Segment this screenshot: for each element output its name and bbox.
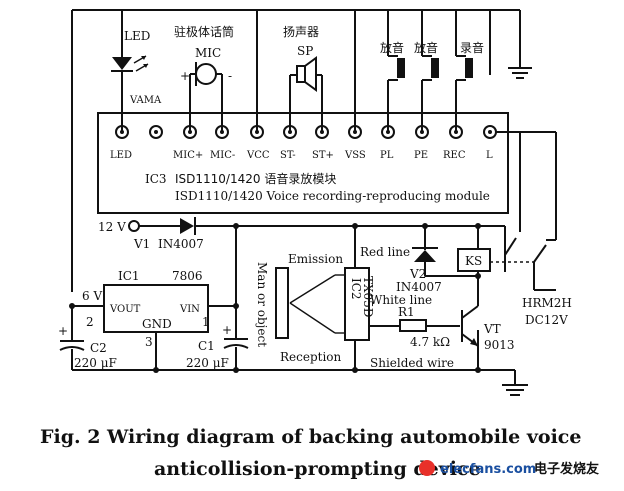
caption-line-2: anticollision-prompting device — [154, 458, 481, 480]
ic2-sensor-box — [344, 267, 370, 341]
play1-label: 放音 — [380, 40, 404, 55]
v2-label: V2 — [409, 267, 426, 281]
pin-pe: PE — [414, 150, 428, 161]
red-line-label: Red line — [360, 245, 410, 259]
reception-label: Reception — [280, 350, 342, 364]
v6-label: 6 V — [82, 289, 102, 303]
module-name-en: ISD1110/1420 Voice recording-reproducing… — [175, 189, 490, 203]
capacitor-c2 — [59, 340, 85, 370]
mic-label: MIC — [195, 46, 221, 60]
play2-label: 放音 — [414, 40, 438, 55]
pin1-label: 1 — [202, 315, 210, 329]
c2-plus: + — [58, 324, 68, 338]
gnd-label: GND — [142, 317, 172, 331]
top-frame-wires — [71, 9, 491, 292]
button-record — [455, 10, 473, 132]
ic2-label: IC2 — [349, 278, 363, 300]
vout-label: VOUT — [109, 304, 141, 315]
d2-label: IN4007 — [396, 280, 442, 294]
c1-value: 220 μF — [186, 356, 229, 370]
rec-label: 录音 — [460, 40, 484, 55]
pin-mic-plus: MIC+ — [173, 150, 203, 161]
pin-st-minus: ST- — [280, 150, 296, 161]
module-name-cn: ISD1110/1420 语音录放模块 — [175, 171, 336, 186]
pin-vcc: VCC — [246, 150, 270, 161]
mic-plus-sign: + — [180, 69, 190, 83]
object-block — [275, 267, 289, 339]
vt-label: VT — [483, 322, 501, 336]
c1-plus: + — [222, 323, 232, 337]
pin-st-plus: ST+ — [312, 150, 334, 161]
white-line-label: White line — [370, 293, 432, 307]
button-play-2 — [421, 10, 439, 132]
pin-vss: VSS — [344, 150, 366, 161]
r1-label: R1 — [398, 305, 415, 319]
ground-symbol-top — [490, 9, 532, 79]
c2-value: 220 μF — [74, 356, 117, 370]
pin-rec: REC — [443, 150, 466, 161]
caption-line-1: Fig. 2 Wiring diagram of backing automob… — [40, 426, 581, 448]
ic2-part-label: TX05D — [361, 276, 375, 317]
isd-module-box — [97, 112, 509, 214]
pin-led: LED — [110, 150, 132, 161]
led-label: LED — [124, 29, 150, 43]
l-pin-wire — [496, 131, 557, 240]
capacitor-c1 — [223, 338, 249, 370]
resistor-r1 — [399, 319, 427, 332]
watermark: elecfans.com 电子发烧友 — [419, 460, 599, 477]
pin2-label: 2 — [86, 315, 94, 329]
module-ref: IC3 — [145, 172, 167, 186]
vama-label: VAMA — [129, 95, 162, 106]
relay-voltage-label: DC12V — [525, 313, 568, 327]
v1-label: V1 — [133, 237, 150, 251]
led-component — [111, 10, 149, 132]
relay-label: HRM2H — [522, 296, 572, 310]
relay-coil-ks — [457, 248, 491, 272]
junction-dots — [69, 223, 481, 373]
power-12v-wire — [128, 217, 506, 268]
emission-label: Emission — [288, 252, 343, 266]
button-play-1 — [387, 10, 405, 132]
sensor-wires — [354, 325, 400, 370]
watermark-cn: 电子发烧友 — [534, 461, 599, 477]
sp-label: SP — [297, 44, 313, 58]
pin-mic-minus: MIC- — [210, 150, 235, 161]
sensor-beams — [289, 274, 345, 334]
regulator-wires — [71, 226, 237, 370]
ic1-label: IC1 — [118, 269, 140, 283]
microphone-component — [189, 62, 223, 132]
relay-contacts — [490, 215, 556, 291]
module-pins — [115, 125, 497, 139]
watermark-site: elecfans.com — [440, 462, 536, 477]
v12-label: 12 V — [98, 220, 126, 234]
speaker-component — [289, 56, 323, 132]
pin3-label: 3 — [145, 335, 153, 349]
mic-minus-sign: - — [228, 69, 232, 83]
ground-rail — [72, 330, 528, 396]
sp-cn-label: 扬声器 — [283, 24, 319, 39]
pin-pl: PL — [380, 150, 394, 161]
c1-label: C1 — [198, 339, 215, 353]
shielded-wire-label: Shielded wire — [370, 356, 454, 370]
object-label: Man or object — [255, 262, 269, 347]
pin-l: L — [486, 150, 493, 161]
transistor-vt — [461, 276, 479, 370]
diode-d2 — [412, 247, 478, 277]
r1-value: 4.7 kΩ — [410, 335, 450, 349]
c2-label: C2 — [90, 341, 107, 355]
watermark-logo-icon — [419, 460, 435, 476]
d1-label: IN4007 — [158, 237, 204, 251]
vt-part-label: 9013 — [484, 338, 515, 352]
vin-label: VIN — [179, 304, 200, 315]
reg-label: 7806 — [172, 269, 203, 283]
ks-label: KS — [465, 254, 482, 268]
mic-cn-label: 驻极体话筒 — [174, 24, 234, 39]
